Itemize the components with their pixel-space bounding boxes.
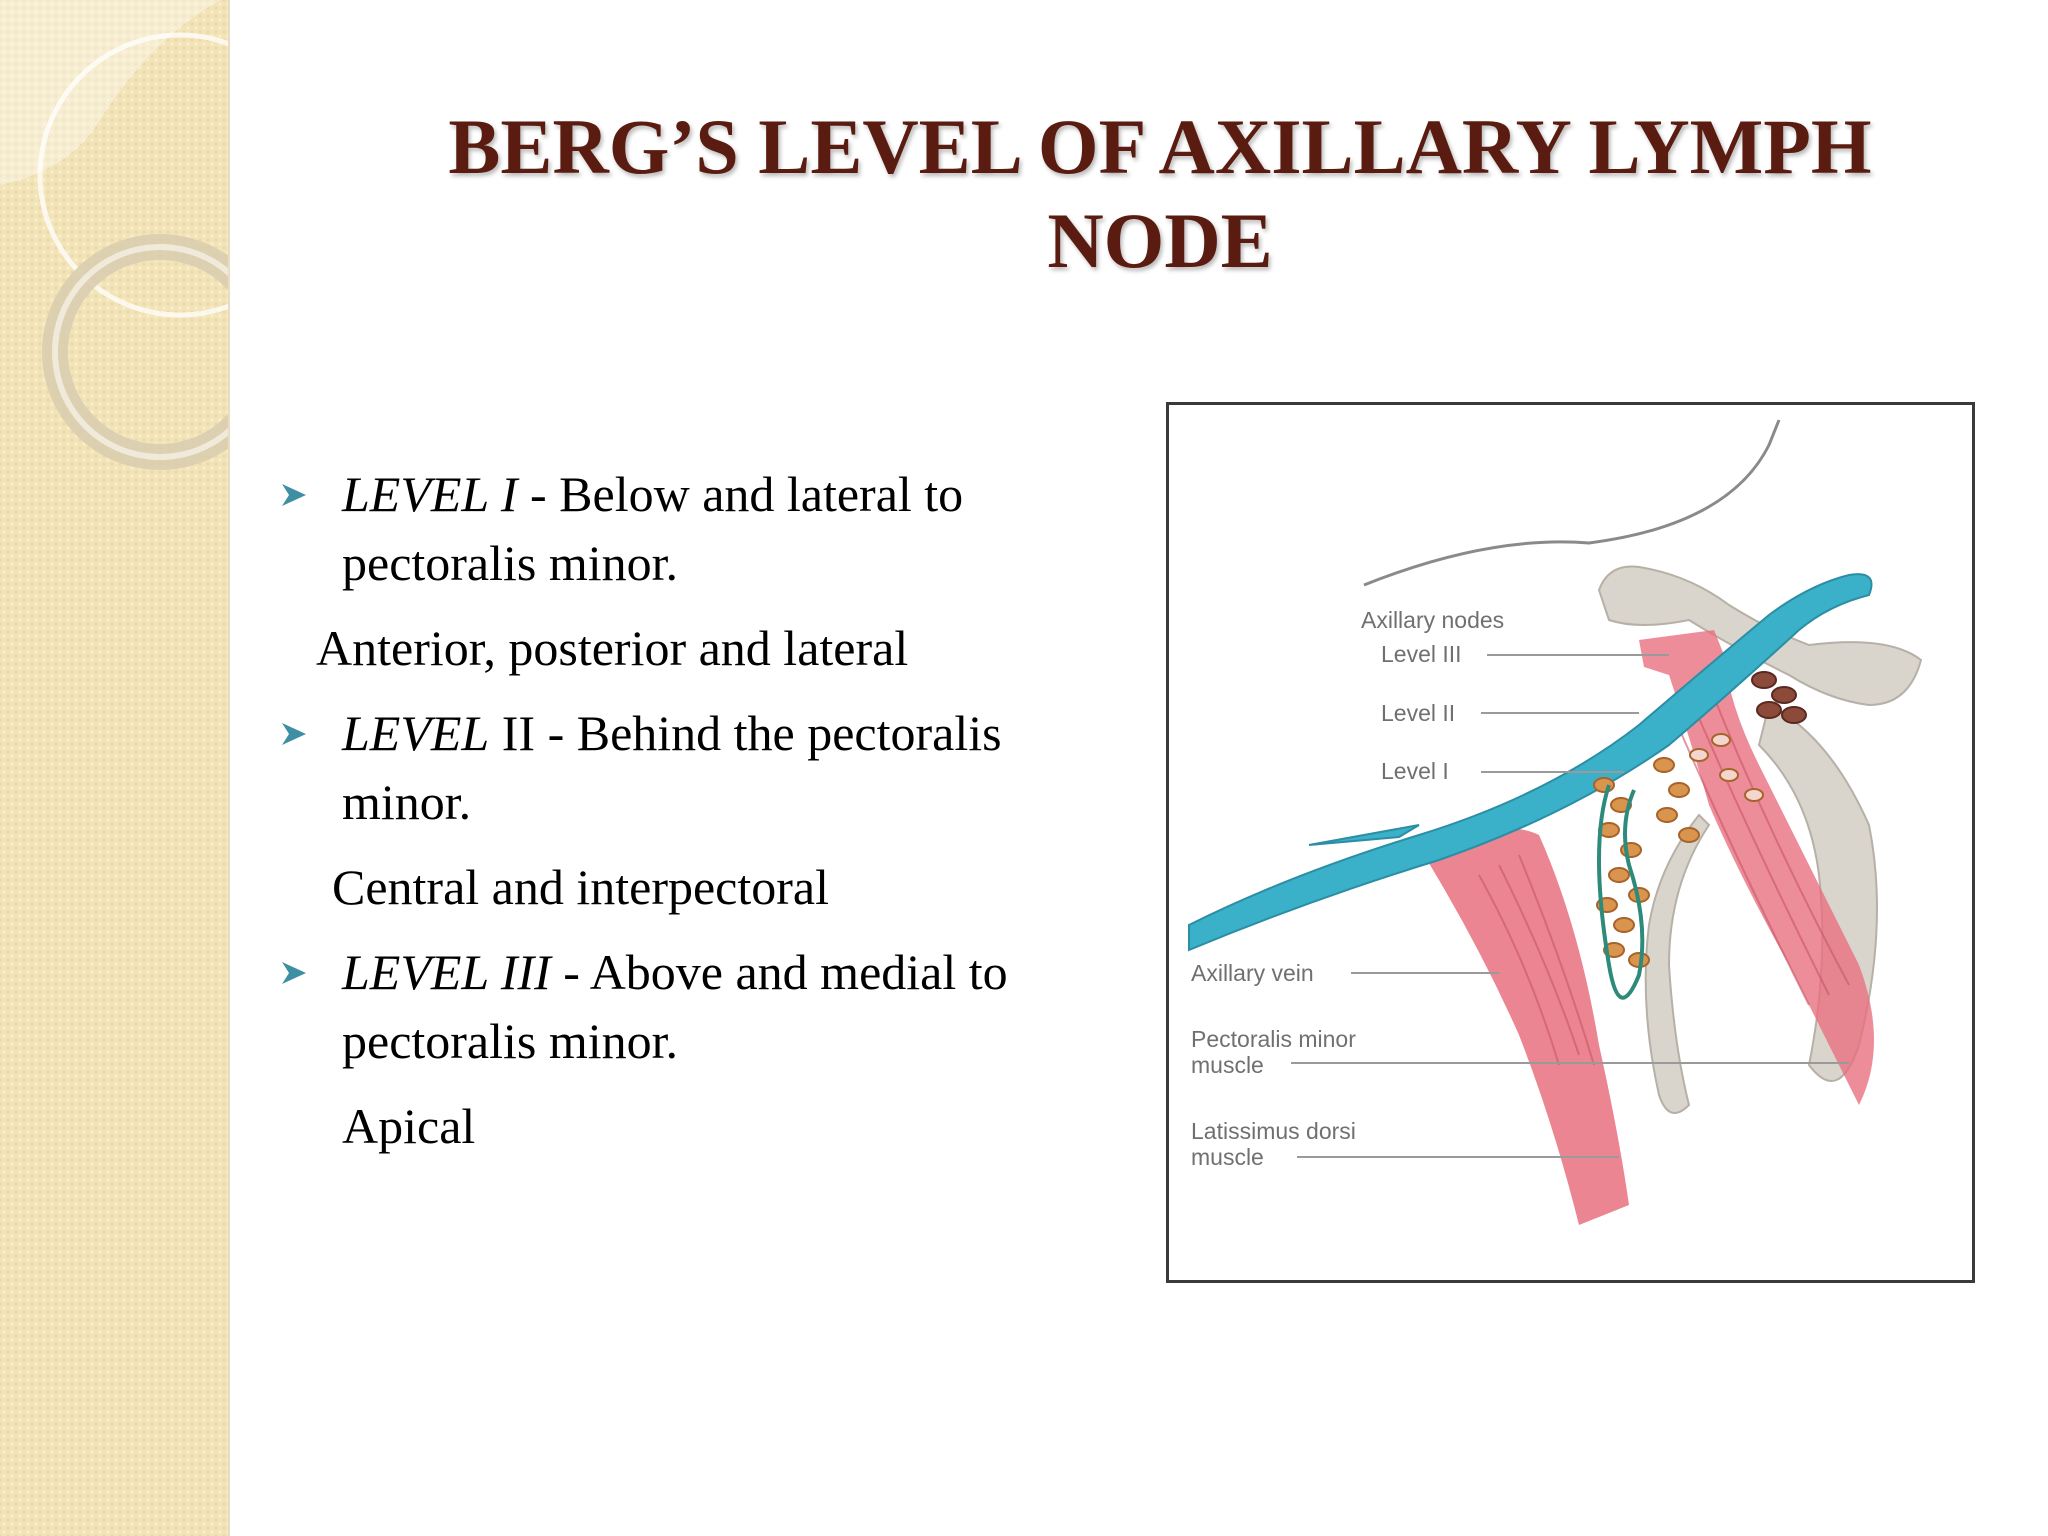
label-pectoralis-minor-2: muscle	[1191, 1052, 1264, 1078]
label-latissimus-dorsi-2: muscle	[1191, 1144, 1264, 1170]
arrowhead-icon	[282, 962, 306, 984]
subtext-level-2: Central and interpectoral	[332, 859, 829, 915]
bullet-level-1: LEVEL I - Below and lateral to pectorali…	[280, 460, 1140, 598]
label-latissimus-dorsi: Latissimus dorsi	[1191, 1118, 1356, 1144]
title-line-1: BERG’S LEVEL OF AXILLARY LYMPH	[448, 103, 1872, 190]
label-axillary-nodes: Axillary nodes	[1361, 607, 1504, 633]
title-line-2: NODE	[1047, 197, 1273, 284]
level-suffix: II	[489, 705, 536, 761]
bullet-level-2: LEVEL II - Behind the pectoralis minor.	[280, 699, 1140, 837]
bullet-text-continued: pectoralis minor.	[342, 535, 679, 591]
bullet-text-continued: minor.	[342, 774, 472, 830]
axillary-vein	[1188, 573, 1873, 952]
label-level-1: Level I	[1381, 758, 1449, 784]
label-pectoralis-minor: Pectoralis minor	[1191, 1026, 1356, 1052]
arrowhead-icon	[282, 484, 306, 506]
axillary-anatomy-figure: Axillary nodes Level III Level II Level …	[1166, 402, 1975, 1283]
decorative-rings	[0, 0, 228, 470]
anatomy-illustration: Axillary nodes Level III Level II Level …	[1188, 419, 1923, 1225]
label-level-2: Level II	[1381, 700, 1455, 726]
level-name: LEVEL III	[342, 944, 551, 1000]
leader-lines	[1291, 654, 1849, 1158]
subtext-level-1: Anterior, posterior and lateral	[316, 620, 909, 676]
level-name: LEVEL	[342, 705, 490, 761]
lymph-nodes	[1593, 733, 1764, 968]
label-level-3: Level III	[1381, 641, 1462, 667]
arrowhead-icon	[282, 723, 306, 745]
bullet-level-3: LEVEL III - Above and medial to pectoral…	[280, 938, 1140, 1076]
bullet-text: - Behind the pectoralis	[535, 705, 1002, 761]
bullet-text: - Below and lateral to	[517, 466, 964, 522]
bullet-list: LEVEL I - Below and lateral to pectorali…	[280, 460, 1140, 1177]
lymph-vessels	[1597, 784, 1645, 1000]
apical-nodes	[1751, 671, 1807, 724]
level-name: LEVEL I	[342, 466, 518, 522]
skin-contour	[1363, 419, 1781, 587]
vein-branch	[1308, 824, 1420, 846]
label-axillary-vein: Axillary vein	[1191, 960, 1314, 986]
bullet-text-continued: pectoralis minor.	[342, 1013, 679, 1069]
slide-title: BERG’S LEVEL OF AXILLARY LYMPH NODE	[300, 100, 2020, 288]
subtext-level-3: Apical	[342, 1098, 476, 1154]
bullet-text: - Above and medial to	[550, 944, 1008, 1000]
